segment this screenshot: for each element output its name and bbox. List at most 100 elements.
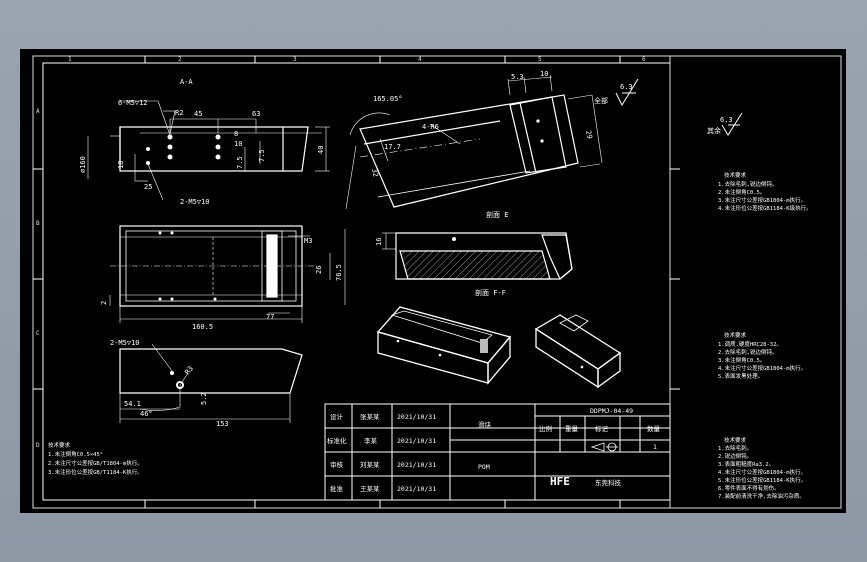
- row-label-b: B: [36, 220, 40, 227]
- date-cell: 2021/10/31: [397, 461, 436, 469]
- col-label-6: 6: [642, 56, 646, 63]
- notes-right-3-line: 7.装配前清洗干净,去除油污杂质。: [718, 492, 805, 500]
- notes-right-2-line: 3.未注倒角C0.5。: [718, 356, 765, 364]
- roughness-all-value: 6.3: [620, 83, 633, 91]
- checker-name: 李某: [364, 436, 378, 445]
- row-label-c: C: [36, 330, 40, 337]
- dim-8: 8: [234, 130, 238, 138]
- dim-5-3: 5.3: [511, 73, 524, 81]
- bottom-view: [119, 343, 303, 423]
- section-label: A-A: [180, 78, 193, 86]
- mark-label: 标记: [595, 424, 609, 433]
- dim-25: 25: [144, 183, 152, 191]
- notes-right-3-line: 3.表面粗糙度Ra3.2。: [718, 460, 774, 468]
- notes-right-3-line: 2.锐边倒钝。: [718, 452, 752, 460]
- section-e-label: 剖面 E: [486, 210, 508, 219]
- dim-5-2: 5.2: [200, 392, 208, 405]
- scale-label: 比例: [539, 424, 552, 433]
- approver-name: 王某某: [360, 485, 380, 493]
- weight-label: 重量: [565, 425, 579, 433]
- company-name: 东莞科技: [595, 478, 622, 487]
- notes-right-1-line: 3.未注尺寸公差按GB1804-m执行。: [718, 196, 806, 204]
- col-label-1: 1: [68, 56, 72, 63]
- notes-right-3-line: 6.零件表面不得有划伤。: [718, 484, 780, 492]
- part-name: 滑块: [478, 420, 492, 429]
- dim-29: 29: [584, 130, 594, 140]
- notes-right-3-line: 4.未注尺寸公差按GB1804-m执行。: [718, 468, 806, 476]
- dim-10: 10: [234, 140, 242, 148]
- m3-label: M3: [304, 237, 312, 245]
- projection-symbol: [590, 442, 618, 452]
- notes-right-2-title: 技术要求: [724, 331, 747, 339]
- dim-54-1: 54.1: [124, 400, 141, 408]
- row-label-d: D: [36, 442, 40, 449]
- material: POM: [478, 463, 490, 471]
- notes-left-title: 技术要求: [48, 441, 71, 449]
- dim-10-iso: 10: [540, 70, 548, 78]
- company-logo: HFE: [550, 475, 570, 488]
- row-label: 批准: [330, 484, 344, 493]
- notes-right-2-line: 5.表面发黑处理。: [718, 372, 763, 380]
- date-cell: 2021/10/31: [397, 485, 436, 493]
- bottom-thread-label: 2-M5▽10: [110, 339, 140, 347]
- section-f-view: [382, 232, 573, 280]
- notes-right-3-title: 技术要求: [724, 436, 747, 444]
- row-label: 设计: [330, 412, 344, 421]
- title-block: [324, 403, 671, 501]
- top-view: [87, 100, 330, 201]
- middle-view: [109, 225, 346, 323]
- drawing-number: DDPMJ-04-49: [590, 407, 633, 415]
- dim-46: 46°: [140, 410, 153, 418]
- dim-76-5: 76.5: [335, 264, 343, 281]
- col-label-4: 4: [418, 56, 422, 63]
- notes-right-1-line: 2.未注倒角C0.5。: [718, 188, 765, 196]
- notes-right-1-title: 技术要求: [724, 171, 747, 179]
- date-cell: 2021/10/31: [397, 437, 436, 445]
- thread-6-label: 6-M5▽12: [118, 99, 148, 107]
- r2-label: R2: [175, 109, 183, 117]
- dim-32: 32: [370, 168, 380, 178]
- qty-value: 1: [653, 443, 657, 451]
- notes-right-2-line: 4.未注尺寸公差按GB1804-m执行。: [718, 364, 806, 372]
- dim-40: 40: [317, 146, 325, 154]
- notes-right-2-line: 1.调质,硬度HRC28-32。: [718, 340, 782, 348]
- roughness-rest-text: 其余: [707, 126, 721, 135]
- dim-17-7: 17.7: [384, 143, 401, 151]
- cad-drawing: 1 2 3 4 5 6 A B C D: [32, 55, 842, 509]
- dim-63: 63: [252, 110, 260, 118]
- dim-angle: 165.05°: [373, 95, 403, 103]
- notes-right-3-line: 5.未注形位公差按GB1184-K执行。: [718, 476, 806, 484]
- dim-phi: ∅160: [79, 156, 87, 173]
- thread-2-label: 2-M5▽10: [180, 198, 210, 206]
- dim-75a: 7.5: [236, 156, 244, 169]
- col-label-5: 5: [538, 56, 542, 63]
- iso-part-1: [376, 306, 512, 385]
- dim-153: 153: [216, 420, 229, 428]
- r3-label: R3: [183, 365, 195, 377]
- row-label: 标准化: [327, 436, 347, 445]
- dim-16: 16: [375, 238, 383, 246]
- rotated-view: [345, 74, 603, 210]
- row-label-a: A: [36, 108, 40, 115]
- dim-75b: 7.5: [258, 149, 266, 162]
- dim-26: 26: [315, 266, 323, 274]
- roughness-rest-value: 6.3: [720, 116, 733, 124]
- dim-160-5: 160.5: [192, 323, 213, 331]
- roughness-symbol-all: [615, 78, 639, 107]
- dim-2: 2: [100, 301, 108, 305]
- dim-45: 45: [194, 110, 202, 118]
- dim-77: 77: [266, 313, 274, 321]
- notes-right-2-line: 2.去除毛刺,锐边倒钝。: [718, 348, 777, 356]
- notes-right-1-line: 4.未注形位公差按GB1184-K级执行。: [718, 204, 812, 212]
- roughness-all-text: 全部: [594, 96, 608, 105]
- section-f-label: 剖面 F-F: [475, 288, 506, 297]
- notes-left-line: 3.未注形位公差按GB/T1184-K执行。: [48, 468, 143, 476]
- roughness-symbol-rest: [721, 112, 743, 136]
- inner-border: [42, 62, 671, 501]
- col-label-3: 3: [293, 56, 297, 63]
- row-label: 审核: [330, 460, 344, 469]
- drawing-sheet: 1 2 3 4 5 6 A B C D: [20, 49, 846, 513]
- outer-border: [32, 55, 842, 509]
- notes-left-line: 2.未注尺寸公差按GB/T1804-m执行。: [48, 459, 143, 467]
- notes-right-3-line: 1.去除毛刺。: [718, 444, 752, 452]
